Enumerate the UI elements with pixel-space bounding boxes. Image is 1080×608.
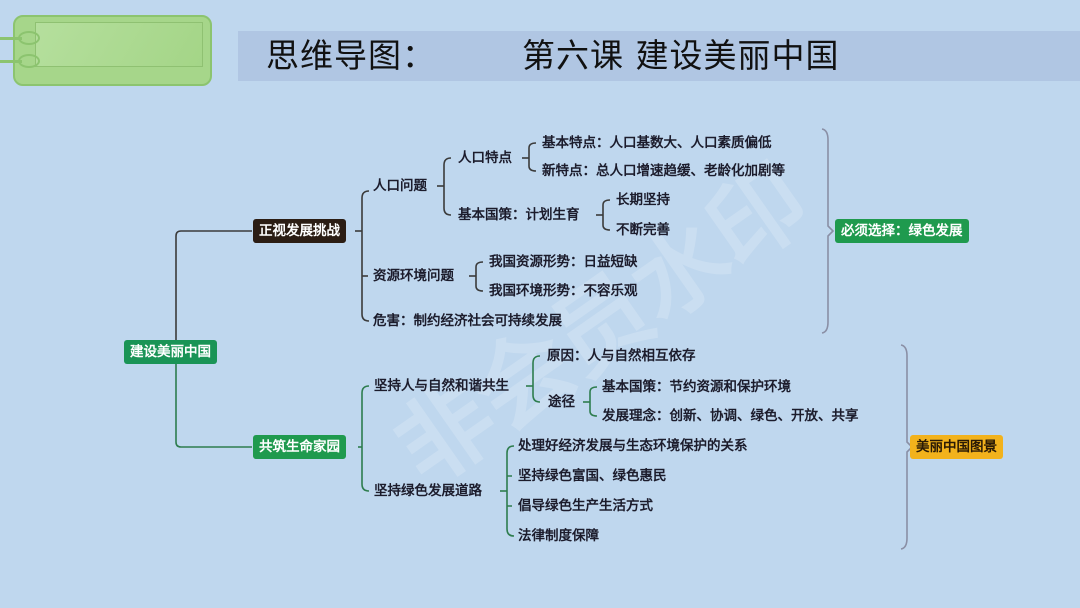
decorative-tag-inner — [35, 22, 203, 67]
node-reason[interactable]: 原因：人与自然相互依存 — [547, 348, 696, 364]
node-green-road-item[interactable]: 处理好经济发展与生态环境保护的关系 — [518, 438, 748, 454]
node-path[interactable]: 途径 — [548, 394, 575, 410]
node-family-planning[interactable]: 基本国策：计划生育 — [458, 207, 580, 223]
conclusion-beautiful-china[interactable]: 美丽中国图景 — [910, 435, 1003, 459]
page-title: 第六课 建设美丽中国 — [522, 36, 840, 75]
node-harm[interactable]: 危害：制约经济社会可持续发展 — [373, 313, 562, 329]
node-new-features[interactable]: 新特点：总人口增速趋缓、老龄化加剧等 — [542, 163, 785, 179]
node-policy-item[interactable]: 不断完善 — [616, 222, 670, 238]
branch-node-home[interactable]: 共筑生命家园 — [253, 435, 346, 459]
node-path-item[interactable]: 基本国策：节约资源和保护环境 — [602, 379, 791, 395]
branch-node-challenges[interactable]: 正视发展挑战 — [253, 219, 346, 243]
node-resources[interactable]: 资源环境问题 — [373, 268, 454, 284]
title-bar — [238, 31, 1080, 81]
node-path-item[interactable]: 发展理念：创新、协调、绿色、开放、共享 — [602, 408, 859, 424]
conclusion-green-development[interactable]: 必须选择：绿色发展 — [835, 219, 969, 243]
tag-pin-icon — [0, 37, 22, 40]
title-prefix: 思维导图： — [266, 36, 436, 75]
root-node[interactable]: 建设美丽中国 — [124, 340, 217, 364]
node-green-road-item[interactable]: 坚持绿色富国、绿色惠民 — [518, 468, 667, 484]
node-green-road-item[interactable]: 倡导绿色生产生活方式 — [518, 498, 653, 514]
node-basic-features[interactable]: 基本特点：人口基数大、人口素质偏低 — [542, 135, 772, 151]
node-harmony[interactable]: 坚持人与自然和谐共生 — [374, 378, 509, 394]
node-resource-item[interactable]: 我国资源形势：日益短缺 — [489, 254, 638, 270]
node-green-road-item[interactable]: 法律制度保障 — [518, 528, 599, 544]
node-green-road[interactable]: 坚持绿色发展道路 — [374, 483, 482, 499]
tag-ring-icon — [18, 54, 40, 68]
node-policy-item[interactable]: 长期坚持 — [616, 192, 670, 208]
node-population-features[interactable]: 人口特点 — [458, 150, 512, 166]
tag-pin-icon — [0, 60, 22, 63]
tag-ring-icon — [18, 31, 40, 45]
node-resource-item[interactable]: 我国环境形势：不容乐观 — [489, 283, 638, 299]
node-population[interactable]: 人口问题 — [373, 178, 427, 194]
